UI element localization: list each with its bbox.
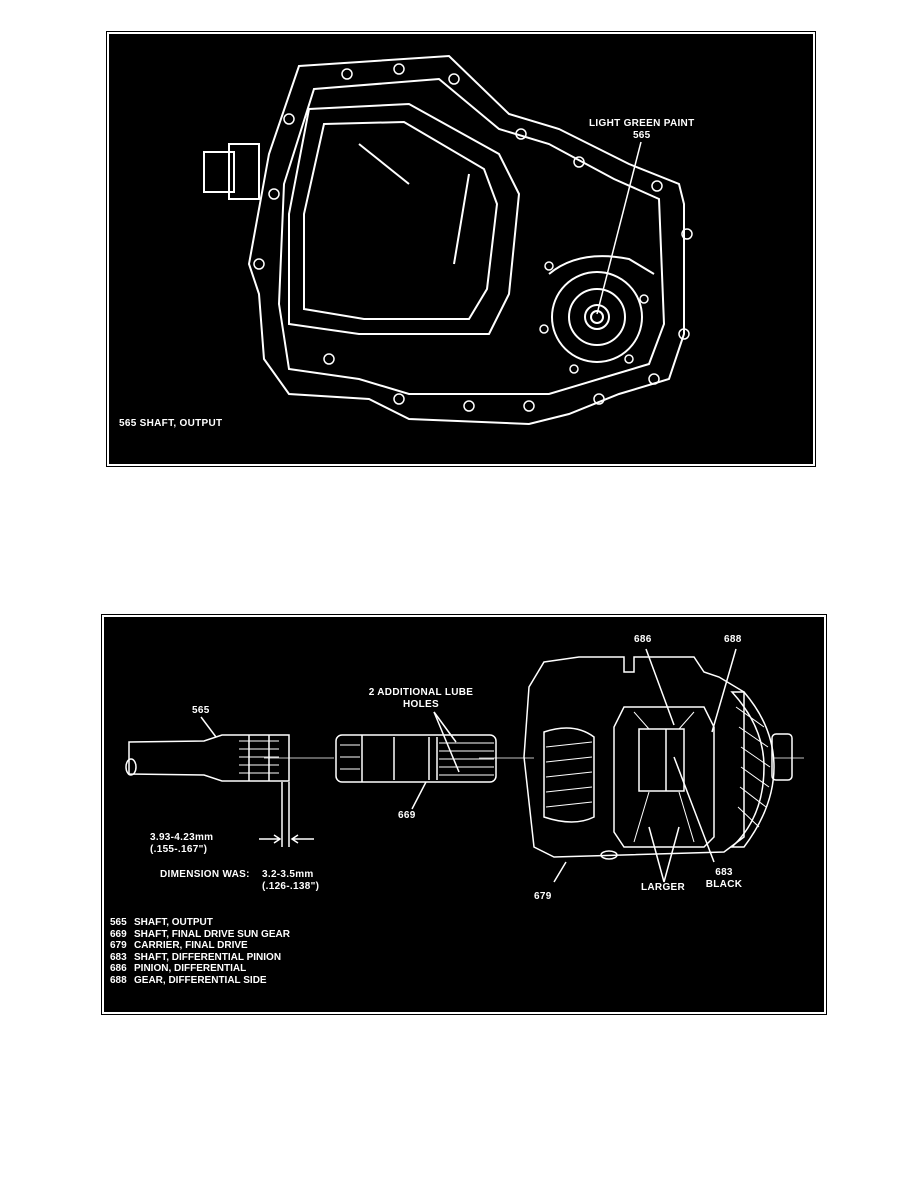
- callout-label: LIGHT GREEN PAINT: [589, 118, 695, 129]
- parts-legend: 565 SHAFT, OUTPUT 669 SHAFT, FINAL DRIVE S…: [110, 917, 290, 986]
- legend-item: 669 SHAFT, FINAL DRIVE SUN GEAR: [110, 929, 290, 941]
- callout-light-green-paint: LIGHT GREEN PAINT 565: [589, 118, 694, 142]
- legend-num: 679: [110, 940, 127, 951]
- callout-number: 565: [632, 130, 651, 141]
- dimension-new-mm: 3.93-4.23mm: [150, 832, 214, 843]
- legend-item: 679 CARRIER, FINAL DRIVE: [110, 940, 290, 952]
- legend-text: SHAFT, FINAL DRIVE SUN GEAR: [134, 928, 290, 940]
- dimension-new-in: (.155-.167"): [150, 844, 208, 855]
- dimension-new: 3.93-4.23mm (.155-.167"): [150, 832, 213, 856]
- callout-688: 688: [724, 634, 742, 645]
- figure-caption: 565 SHAFT, OUTPUT: [119, 418, 223, 429]
- transaxle-drawing: [203, 54, 693, 426]
- callout-683: 683 BLACK: [704, 867, 744, 891]
- legend-text: GEAR, DIFFERENTIAL SIDE: [134, 974, 267, 986]
- figure-final-drive-components: 565 2 ADDITIONAL LUBE HOLES 669 686 688 …: [101, 614, 827, 1015]
- final-drive-drawing: [125, 648, 804, 883]
- callout-lube-holes: 2 ADDITIONAL LUBE HOLES: [368, 687, 474, 710]
- legend-num: 686: [110, 963, 127, 974]
- dimension-was-label: DIMENSION WAS:: [160, 869, 250, 880]
- dimension-was-in: (.126-.138"): [262, 881, 320, 892]
- callout-683-note: BLACK: [705, 879, 743, 890]
- callout-683-number: 683: [715, 867, 733, 878]
- legend-num: 565: [110, 917, 127, 928]
- legend-text: CARRIER, FINAL DRIVE: [134, 940, 248, 951]
- callout-669: 669: [398, 810, 416, 821]
- legend-text: SHAFT, DIFFERENTIAL PINION: [134, 951, 282, 963]
- legend-num: 669: [110, 928, 127, 940]
- figure-transaxle-output-shaft: LIGHT GREEN PAINT 565 565 SHAFT, OUTPUT: [106, 31, 816, 467]
- legend-num: 683: [110, 951, 127, 963]
- legend-text: SHAFT, OUTPUT: [134, 917, 213, 928]
- legend-item: 688 GEAR, DIFFERENTIAL SIDE: [110, 975, 290, 987]
- callout-679: 679: [534, 891, 552, 902]
- legend-item: 565 SHAFT, OUTPUT: [110, 917, 290, 929]
- dimension-was: 3.2-3.5mm (.126-.138"): [262, 869, 319, 893]
- legend-text: PINION, DIFFERENTIAL: [134, 963, 247, 974]
- legend-num: 688: [110, 974, 127, 986]
- callout-686: 686: [634, 634, 652, 645]
- legend-item: 686 PINION, DIFFERENTIAL: [110, 963, 290, 975]
- callout-565: 565: [192, 705, 210, 716]
- legend-item: 683 SHAFT, DIFFERENTIAL PINION: [110, 952, 290, 964]
- dimension-was-mm: 3.2-3.5mm: [262, 869, 314, 880]
- callout-larger: LARGER: [641, 882, 686, 893]
